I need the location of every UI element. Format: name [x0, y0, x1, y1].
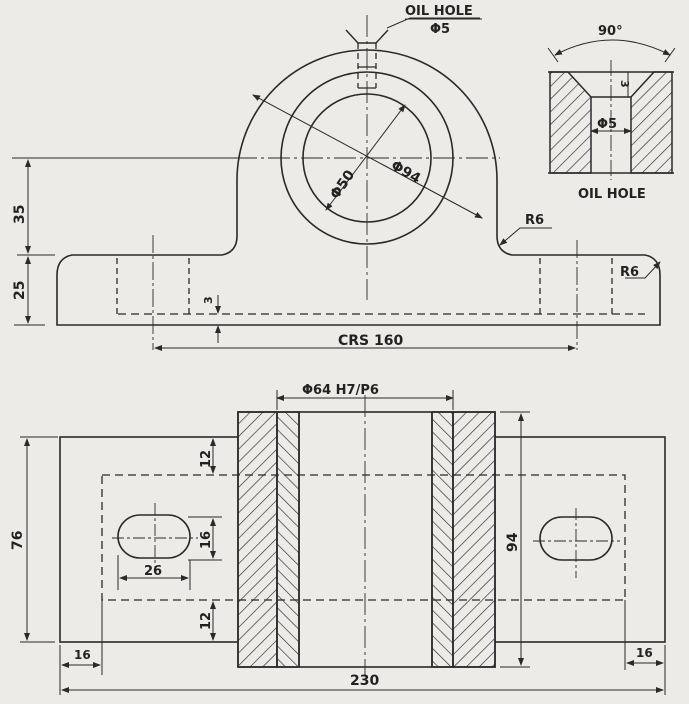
- oil-hole-detail-labels: 90° 3 Φ5 OIL HOLE: [578, 24, 646, 202]
- edge-gap-bottom-label: 12: [199, 612, 214, 630]
- slot-offset-right-label: 16: [636, 646, 653, 660]
- front-view-labels: OIL HOLE Φ5 Φ50 Φ94 35 25 3 R6 R6 CRS 16…: [12, 4, 639, 349]
- height-base-label: 25: [12, 281, 28, 300]
- edge-gap-top-label: 12: [199, 450, 214, 468]
- oil-hole-detail-dia-label: Φ5: [597, 117, 617, 132]
- top-view-labels: Φ64 H7/P6 12 12 16 26 76 94 16 16 230: [10, 383, 653, 689]
- base-width-label: 76: [10, 531, 26, 550]
- bush-fit-label: Φ64 H7/P6: [302, 383, 379, 398]
- housing-outline: [56, 49, 661, 326]
- oil-hole-detail: [547, 39, 676, 180]
- front-view: [12, 15, 661, 351]
- outer-dia-label: Φ94: [388, 158, 423, 188]
- slot-height-label: 16: [199, 531, 214, 549]
- fillet-r6-upper-label: R6: [525, 213, 544, 228]
- countersink-angle-label: 90°: [598, 24, 623, 39]
- slot-left: [117, 514, 191, 559]
- recess-depth-label: 3: [202, 296, 215, 304]
- oil-hole-caption: OIL HOLE: [578, 187, 646, 202]
- countersink-depth-label: 3: [618, 80, 631, 88]
- slot-offset-left-label: 16: [74, 648, 91, 662]
- overall-length-label: 230: [350, 673, 379, 689]
- bolt-centres-label: CRS 160: [338, 333, 403, 349]
- height-upper-label: 35: [12, 205, 28, 224]
- body-length-label: 94: [505, 532, 521, 552]
- fillet-r6-lower-label: R6: [620, 265, 639, 280]
- top-view: [20, 390, 666, 695]
- oil-hole-label: OIL HOLE: [405, 4, 473, 19]
- slot-length-label: 26: [144, 564, 162, 579]
- oil-hole-dia-label: Φ5: [430, 22, 450, 37]
